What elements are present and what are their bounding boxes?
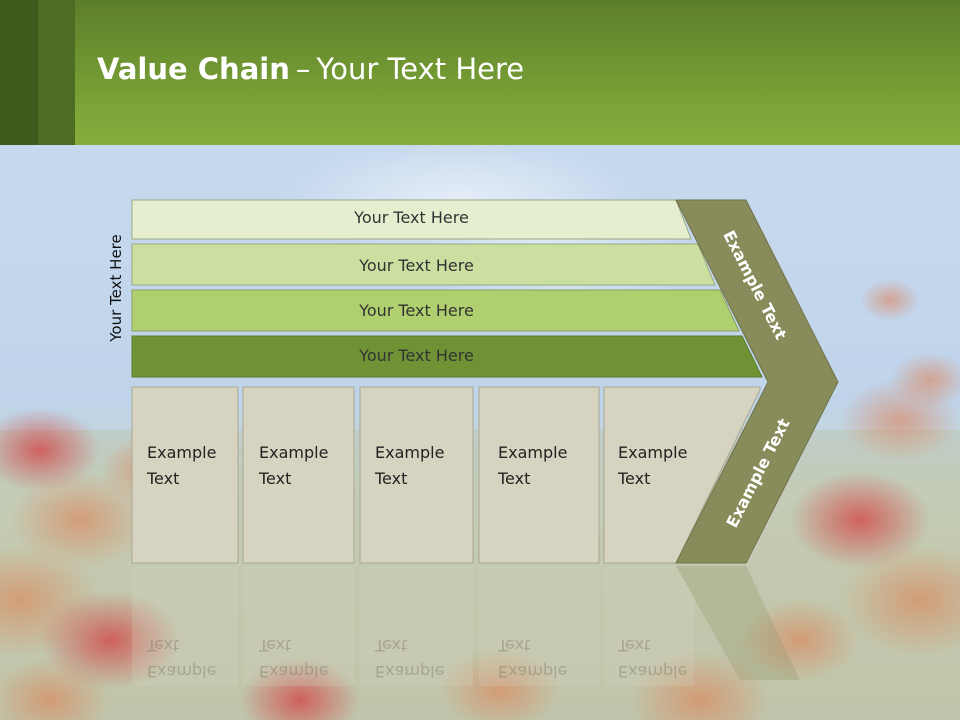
box-3[interactable] — [359, 386, 474, 564]
box-4[interactable] — [478, 386, 600, 564]
box-2-line1: Example — [259, 443, 329, 462]
reflection — [132, 566, 800, 686]
box-3-reflection-line2: Text — [375, 636, 408, 655]
box-4-reflection-line2: Text — [498, 636, 531, 655]
flower-blob — [740, 598, 860, 682]
box-1-line2: Text — [147, 469, 180, 488]
box-4-reflection-line1: Example — [498, 662, 568, 681]
box-2-reflection: Example Text — [259, 632, 349, 684]
flower-blob — [630, 651, 770, 720]
box-5-line2: Text — [618, 469, 651, 488]
bar-2-label: Your Text Here — [359, 256, 474, 275]
box-1-line1: Example — [147, 443, 217, 462]
box-4-line2: Text — [498, 469, 531, 488]
flower-blob — [890, 352, 960, 408]
bar-4-label: Your Text Here — [359, 346, 474, 365]
flower-blob — [0, 658, 110, 720]
flower-blob — [440, 648, 560, 720]
title-rest: Your Text Here — [316, 52, 525, 86]
box-5-reflection-line2: Text — [618, 636, 651, 655]
header-accent-mid — [38, 0, 75, 145]
title-dash: – — [295, 52, 311, 86]
box-3-line1: Example — [375, 443, 445, 462]
chevron-arrow[interactable] — [675, 199, 839, 564]
box-2-line2: Text — [259, 469, 292, 488]
flower-blob — [790, 471, 930, 569]
flower-blob — [840, 544, 960, 656]
box-5-line1: Example — [618, 443, 688, 462]
page-title: Value Chain–Your Text Here — [97, 52, 524, 86]
box-1-reflection-line2: Text — [147, 636, 180, 655]
flower-blob — [0, 408, 100, 492]
box-2-reflection-line1: Example — [259, 662, 329, 681]
bar-3[interactable] — [131, 289, 740, 332]
box-3-reflection-line1: Example — [375, 662, 445, 681]
bar-2[interactable] — [131, 243, 716, 286]
header-band: Value Chain–Your Text Here — [0, 0, 960, 145]
flower-blob — [10, 471, 150, 569]
title-bold: Value Chain — [97, 52, 290, 86]
box-1[interactable] — [131, 386, 239, 564]
box-5-reflection-line1: Example — [618, 662, 688, 681]
box-2-reflection-line2: Text — [259, 636, 292, 655]
box-1-reflection-line1: Example — [147, 662, 217, 681]
box-3-reflection: Example Text — [375, 632, 465, 684]
bar-4[interactable] — [131, 335, 763, 378]
box-5[interactable] — [603, 386, 761, 564]
box-4-reflection: Example Text — [498, 632, 588, 684]
bar-3-label: Your Text Here — [359, 301, 474, 320]
header-accent-dark — [0, 0, 38, 145]
flower-blob — [240, 658, 360, 720]
bar-1[interactable] — [131, 199, 692, 240]
box-5-reflection: Example Text — [618, 632, 708, 684]
box-4-line1: Example — [498, 443, 568, 462]
box-3-line2: Text — [375, 469, 408, 488]
bar-1-label: Your Text Here — [354, 208, 469, 227]
box-1-reflection: Example Text — [147, 632, 237, 684]
flower-blob — [860, 279, 920, 321]
box-2[interactable] — [242, 386, 355, 564]
